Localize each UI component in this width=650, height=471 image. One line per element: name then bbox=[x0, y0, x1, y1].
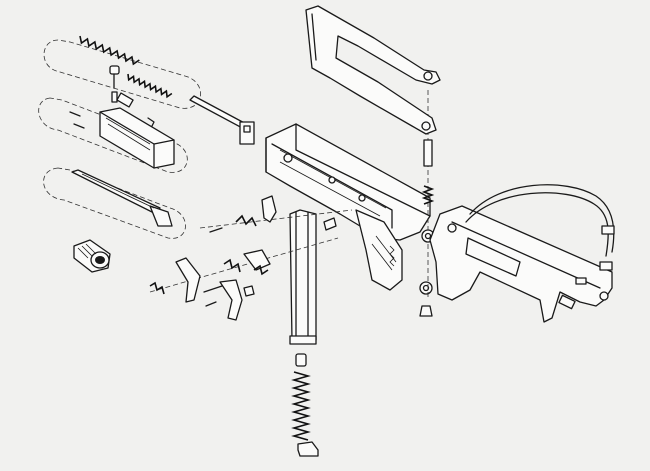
magazine-spring bbox=[291, 353, 311, 441]
buttstock bbox=[305, 5, 441, 135]
sling bbox=[465, 184, 615, 271]
recoil-spring bbox=[79, 35, 140, 66]
ejector bbox=[69, 111, 155, 129]
compensator bbox=[73, 239, 111, 273]
bolt-group bbox=[38, 92, 188, 173]
buffer-pin bbox=[109, 65, 120, 103]
barrel bbox=[71, 169, 173, 227]
receiver bbox=[265, 123, 431, 291]
group-outline bbox=[43, 167, 186, 239]
bolt bbox=[99, 92, 175, 169]
firing-pin-spring bbox=[127, 73, 173, 99]
group-outline bbox=[43, 39, 202, 109]
trigger-mechanism bbox=[149, 195, 353, 321]
grip-screws bbox=[419, 90, 435, 317]
magazine bbox=[289, 209, 317, 345]
recoil-spring-group bbox=[43, 35, 202, 109]
stock-frame bbox=[429, 205, 613, 323]
group-outline bbox=[38, 97, 188, 173]
magazine-follower bbox=[297, 441, 319, 457]
barrel-group bbox=[43, 167, 186, 239]
actuator-rod bbox=[189, 95, 255, 145]
